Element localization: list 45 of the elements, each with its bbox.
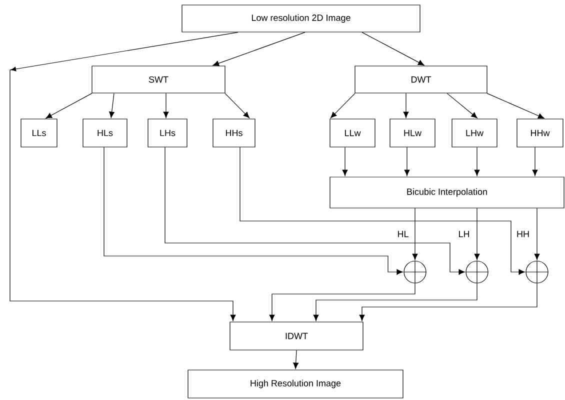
process-box: Low resolution 2D Image	[182, 4, 420, 32]
edge-label: LH	[457, 230, 471, 238]
arrow	[240, 147, 525, 275]
arrow	[164, 147, 465, 275]
arrow	[104, 147, 403, 275]
process-box: HLs	[82, 118, 128, 148]
edge-label: HH	[516, 230, 530, 238]
arrow	[404, 147, 410, 176]
arrow	[46, 93, 92, 118]
process-box: Bicubic Interpolation	[330, 176, 564, 208]
arrow	[534, 208, 540, 260]
process-box: LLw	[330, 118, 376, 148]
process-box: HHw	[516, 118, 564, 148]
arrow	[446, 93, 478, 118]
arrow	[293, 350, 299, 369]
arrow	[412, 208, 418, 260]
arrow	[342, 147, 348, 176]
process-box: HHs	[212, 118, 256, 148]
arrow	[212, 32, 306, 66]
process-box: LHw	[452, 118, 498, 148]
arrow	[330, 93, 356, 118]
process-box: DWT	[354, 66, 488, 94]
process-box: SWT	[92, 66, 226, 94]
arrow	[474, 208, 480, 260]
arrow	[109, 93, 114, 118]
arrow	[486, 93, 544, 119]
arrow	[269, 283, 416, 321]
adder-symbol	[465, 260, 489, 284]
process-box: High Resolution Image	[188, 370, 404, 398]
edge-label: HL	[396, 230, 410, 238]
arrow	[474, 147, 480, 176]
arrow	[10, 32, 238, 321]
adder-symbol	[525, 260, 549, 284]
process-box: HLw	[390, 118, 436, 148]
process-box: LHs	[148, 118, 188, 148]
arrow	[403, 93, 409, 118]
arrow	[224, 93, 250, 118]
arrow	[313, 283, 478, 321]
process-box: LLs	[20, 118, 58, 148]
arrow	[359, 283, 538, 321]
arrow	[163, 93, 169, 118]
arrow	[362, 32, 424, 66]
adder-symbol	[403, 260, 427, 284]
process-box: IDWT	[230, 322, 364, 350]
arrow	[532, 147, 538, 176]
